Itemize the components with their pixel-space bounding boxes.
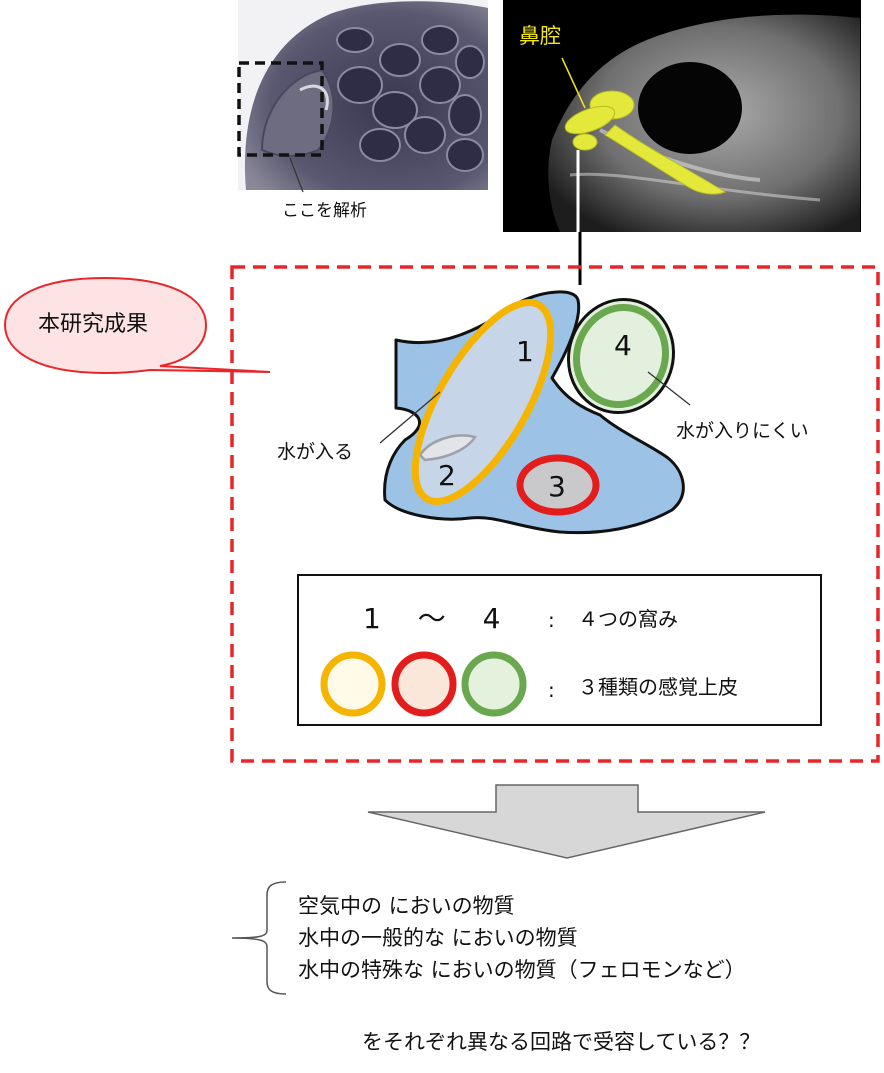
legend-row2-sep: : (548, 678, 555, 702)
legend-box (297, 574, 822, 726)
nasal-cavity-highlight (564, 90, 727, 195)
nasal-cavity-diagram (379, 290, 691, 535)
left-brace (231, 881, 287, 995)
pocket-4-number: 4 (614, 329, 632, 362)
callout-bubble (3, 276, 271, 375)
pocket-1-number: 1 (516, 335, 534, 368)
legend-red-swatch (391, 651, 457, 717)
water-hard-label: 水が入りにくい (676, 420, 809, 442)
legend-row2-text: ３種類の感覚上皮 (578, 675, 738, 699)
pocket-4-green-epithelium (572, 303, 670, 409)
pocket-3-red-epithelium (516, 454, 600, 516)
legend-yellow-swatch (320, 651, 386, 717)
conclusion-line-2: 水中の一般的な においの物質 (298, 926, 578, 950)
legend-row1-text: ４つの窩み (578, 607, 678, 631)
water-enters-label: 水が入る (277, 441, 354, 463)
results-frame (230, 265, 880, 763)
turtle-head-photo (237, 0, 488, 193)
conclusion-line-3: 水中の特殊な においの物質（フェロモンなど） (298, 958, 746, 982)
pocket-3-number: 3 (548, 470, 566, 503)
conclusion-line-1: 空気中の においの物質 (298, 894, 515, 918)
pocket-yellow-epithelium (411, 299, 555, 505)
legend-green-swatch (461, 651, 527, 717)
photo-caption: ここを解析 (282, 201, 367, 221)
callout-text: 本研究成果 (38, 312, 149, 337)
analysis-region-box (237, 61, 324, 157)
eye-socket (638, 62, 742, 154)
pocket-2-number: 2 (438, 459, 456, 492)
ct-scan-image (503, 0, 861, 285)
conclusion-final: をそれぞれ異なる回路で受容している？？ (362, 1030, 761, 1054)
down-arrow (367, 784, 766, 859)
ct-nasal-label: 鼻腔 (519, 24, 561, 48)
legend-key-range: 1 ～ 4 (363, 602, 515, 635)
legend-row1-sep: : (548, 608, 555, 632)
